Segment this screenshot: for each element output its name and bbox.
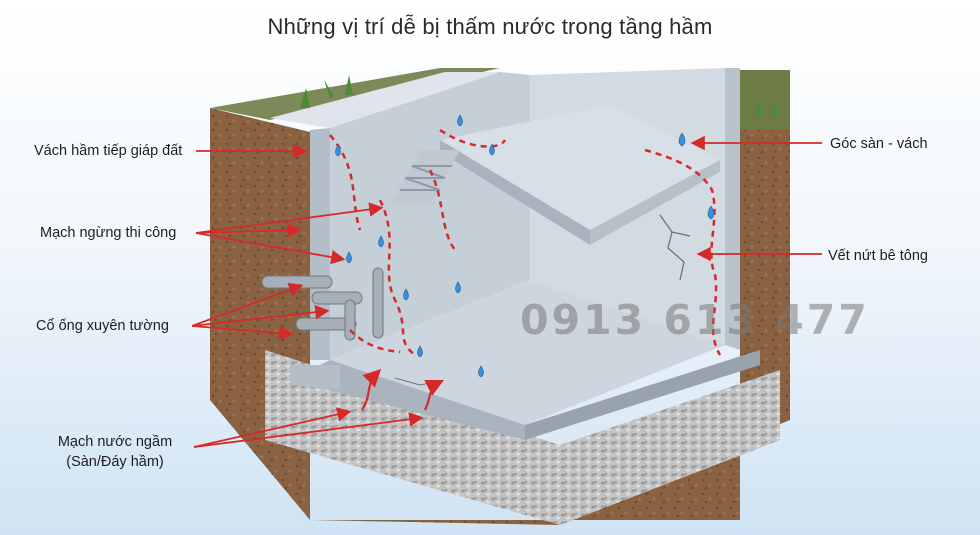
label-construction-joint: Mạch ngừng thi công bbox=[40, 225, 177, 241]
plants bbox=[300, 75, 778, 115]
pipes bbox=[261, 267, 384, 341]
leader-arrows bbox=[191, 135, 822, 448]
watermark-phone: 0913 613 477 bbox=[520, 296, 870, 344]
label-groundwater: Mạch nước ngầm (Sàn/Đáy hầm) bbox=[50, 432, 180, 472]
label-concrete-crack: Vết nứt bê tông bbox=[828, 248, 928, 264]
label-pipe-collar: Cổ ống xuyên tường bbox=[36, 318, 169, 334]
label-floor-wall-corner: Góc sàn - vách bbox=[830, 136, 928, 152]
label-groundwater-line1: Mạch nước ngầm bbox=[57, 434, 173, 450]
water-drops bbox=[335, 114, 715, 378]
label-wall-soil: Vách hầm tiếp giáp đất bbox=[34, 143, 183, 159]
groundwater-arrows bbox=[361, 368, 444, 411]
page-title: Những vị trí dễ bị thấm nước trong tầng … bbox=[267, 14, 713, 39]
concrete-structure bbox=[270, 68, 760, 440]
label-groundwater-line2: (Sàn/Đáy hầm) bbox=[66, 454, 164, 470]
concrete-crack bbox=[659, 214, 691, 281]
